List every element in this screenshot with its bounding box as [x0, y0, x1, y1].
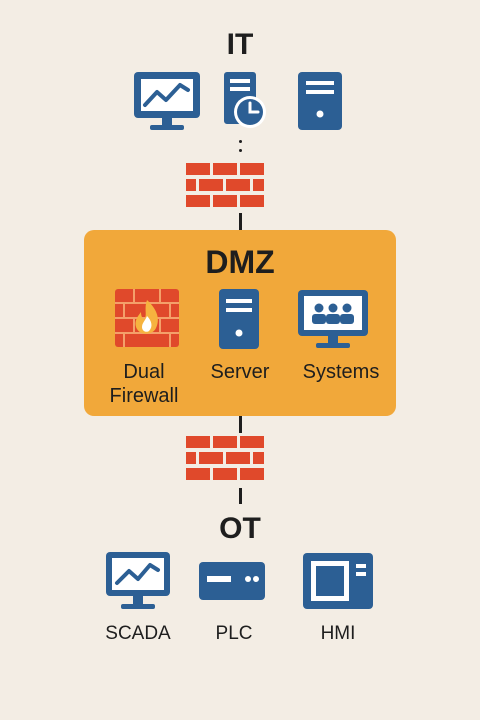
dmz-item-label-systems: Systems: [302, 361, 380, 383]
dual-firewall-label: Dual Firewall: [109, 361, 179, 407]
connector-dot: [239, 140, 242, 143]
server-icon: [219, 289, 259, 349]
systems-monitor-icon: [298, 290, 368, 348]
connector-dot: [239, 149, 242, 152]
connector-line: [239, 488, 242, 504]
dmz-item-label-firewall: Dual Firewall: [94, 360, 194, 408]
ot-zone-title: OT: [219, 512, 261, 545]
server-clock-icon: [224, 72, 266, 128]
ot-item-label-scada: SCADA: [105, 623, 171, 644]
server-tower-icon: [298, 72, 342, 130]
plc-device-icon: [199, 562, 265, 600]
firewall-brick-icon: [186, 436, 264, 480]
ot-item-label-hmi: HMI: [320, 623, 356, 644]
it-zone-title: IT: [226, 28, 254, 61]
connector-line: [239, 213, 242, 230]
hmi-panel-icon: [303, 553, 373, 609]
ot-item-label-plc: PLC: [215, 623, 253, 644]
connector-line: [239, 416, 242, 433]
monitor-chart-icon: [134, 72, 200, 130]
dmz-zone-title: DMZ: [205, 244, 275, 280]
scada-monitor-icon: [106, 552, 170, 609]
firewall-flame-icon: [115, 289, 179, 347]
firewall-brick-icon: [186, 163, 264, 207]
dmz-item-label-server: Server: [210, 361, 270, 383]
